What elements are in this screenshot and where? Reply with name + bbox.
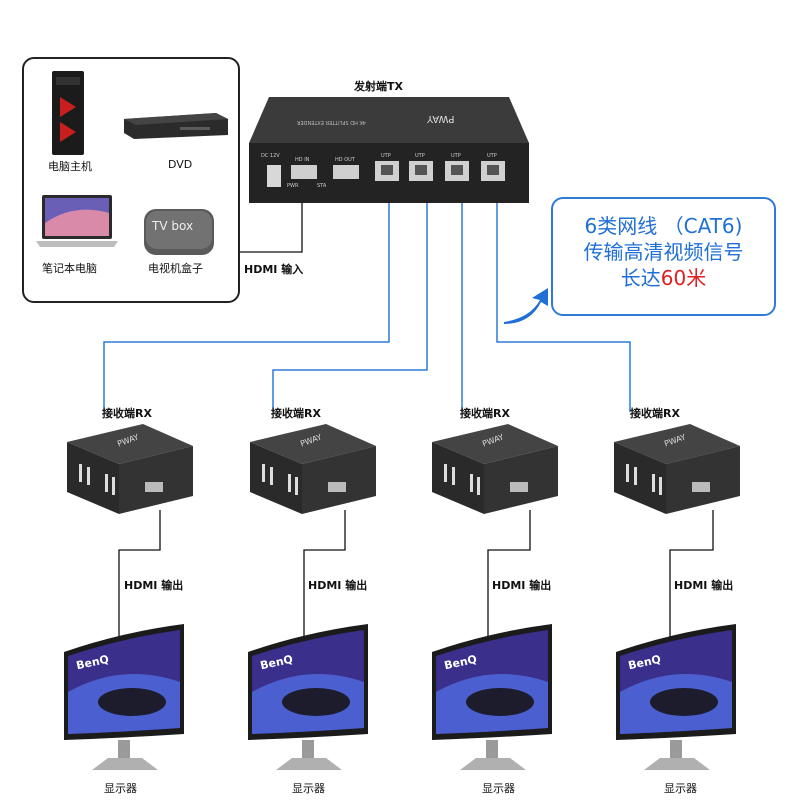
callout-line-3-prefix: 长达 — [620, 266, 661, 290]
callout-line-2: 传输高清视频信号 — [583, 240, 744, 264]
cable-info-callout: 6类网线 （CAT6) 传输高清视频信号 长达60米 — [551, 197, 776, 316]
display-label-4: 显示器 — [664, 782, 697, 795]
hdmi-input-label: HDMI 输入 — [244, 263, 304, 276]
monitor-4: BenQ — [614, 622, 740, 772]
laptop-icon — [36, 195, 118, 247]
source-devices-box: TV box 电脑主机 DVD 笔记本电脑 电视机盒子 — [22, 57, 240, 303]
tv-box-icon — [144, 209, 214, 255]
display-label-2: 显示器 — [292, 782, 325, 795]
hdmi-output-line-4 — [669, 510, 714, 640]
monitor-icon — [64, 624, 184, 770]
cat6-line-2 — [272, 192, 428, 412]
hdmi-output-label-2: HDMI 输出 — [308, 579, 368, 592]
tv-box-text: TV box — [152, 219, 194, 233]
tx-led-sta: STA — [317, 183, 327, 189]
desktop-label: 电脑主机 — [48, 160, 92, 173]
receiver-1-label: 接收端RX — [102, 407, 152, 420]
dvd-player-icon — [124, 113, 228, 139]
monitor-icon — [248, 624, 368, 770]
tx-port-hd-in: HD IN — [295, 157, 310, 163]
display-label-3: 显示器 — [482, 782, 515, 795]
laptop-label: 笔记本电脑 — [42, 262, 97, 275]
callout-line-3: 长达60米 — [553, 265, 774, 291]
receiver-1-device: PWAY — [59, 422, 194, 517]
monitor-1: BenQ — [62, 622, 188, 772]
desktop-tower-icon — [52, 71, 84, 155]
tx-brand: PWAY — [427, 113, 455, 124]
receiver-box-icon — [250, 424, 376, 514]
tx-led-pwr: PWR — [287, 183, 299, 189]
receiver-box-icon — [432, 424, 558, 514]
cat6-line-4 — [496, 192, 631, 412]
monitor-icon — [616, 624, 736, 770]
monitor-3: BenQ — [430, 622, 556, 772]
callout-distance: 60米 — [660, 266, 707, 290]
receiver-3-device: PWAY — [424, 422, 559, 517]
receiver-box-icon — [614, 424, 740, 514]
tx-port-utp-2: UTP — [415, 153, 425, 159]
receiver-2-device: PWAY — [242, 422, 377, 517]
transmitter-label: 发射端TX — [354, 80, 403, 93]
receiver-4-device: PWAY — [606, 422, 741, 517]
hdmi-output-line-3 — [487, 510, 531, 640]
tx-model: 4K HD SPLITTER EXTENDER — [297, 119, 366, 125]
hdmi-output-line-2 — [303, 510, 346, 640]
tv-box-label: 电视机盒子 — [148, 262, 203, 275]
display-label-1: 显示器 — [104, 782, 137, 795]
receiver-4-label: 接收端RX — [630, 407, 680, 420]
callout-line-1: 6类网线 （CAT6) — [584, 214, 743, 238]
hdmi-output-label-1: HDMI 输出 — [124, 579, 184, 592]
curved-arrow-icon — [504, 288, 548, 324]
hdmi-input-line — [236, 192, 303, 253]
tx-port-dc: DC 12V — [261, 153, 280, 159]
tx-port-utp-3: UTP — [451, 153, 461, 159]
receiver-3-label: 接收端RX — [460, 407, 510, 420]
hdmi-output-label-3: HDMI 输出 — [492, 579, 552, 592]
transmitter-device: PWAY 4K HD SPLITTER EXTENDER DC 12V HD I… — [247, 95, 530, 205]
monitor-2: BenQ — [246, 622, 372, 772]
cat6-line-1 — [103, 192, 390, 412]
receiver-box-icon — [67, 424, 193, 514]
tx-port-utp-4: UTP — [487, 153, 497, 159]
hdmi-output-line-1 — [118, 510, 161, 640]
receiver-2-label: 接收端RX — [271, 407, 321, 420]
tx-port-utp-1: UTP — [381, 153, 391, 159]
dvd-label: DVD — [168, 158, 193, 171]
hdmi-output-label-4: HDMI 输出 — [674, 579, 734, 592]
tx-port-hd-out: HD OUT — [335, 157, 355, 163]
monitor-icon — [432, 624, 552, 770]
transmitter-box-icon — [249, 97, 529, 203]
